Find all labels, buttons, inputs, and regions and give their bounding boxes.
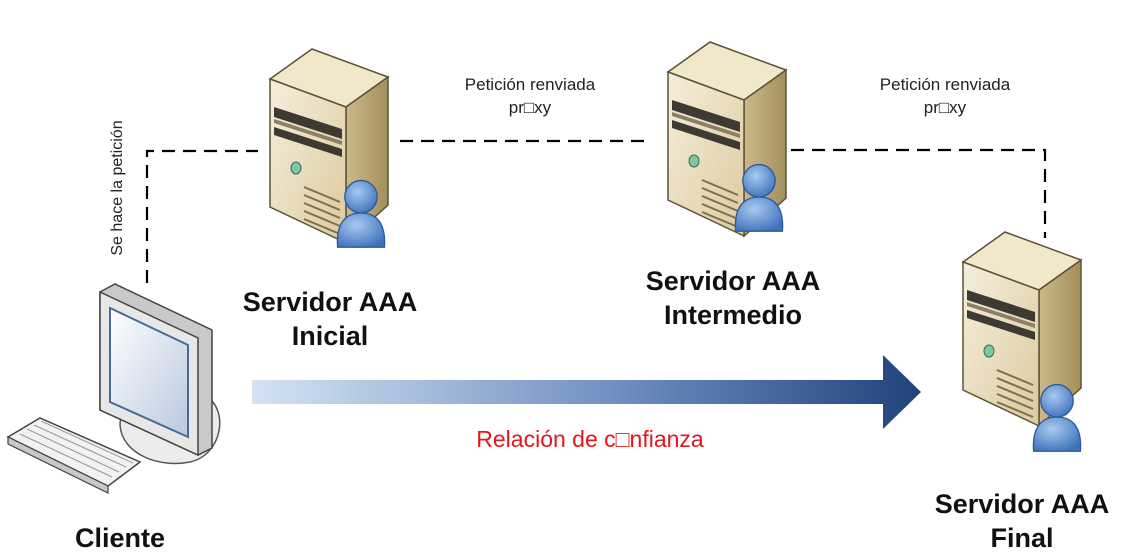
trust-relation-label: Relación de c□nfianza bbox=[476, 426, 704, 452]
initial-server-icon bbox=[268, 47, 390, 248]
connector-client-to-initial bbox=[145, 149, 258, 283]
initial-server-label: Servidor AAA Inicial bbox=[242, 287, 418, 351]
final-server-icon bbox=[961, 230, 1083, 452]
proxy-forward-label-1: Petición renviada pr□xy bbox=[464, 75, 596, 117]
intermediate-server-label: Servidor AAA Intermedio bbox=[645, 266, 821, 330]
final-server-label: Servidor AAA Final bbox=[934, 489, 1110, 553]
connector-intermediate-to-final bbox=[770, 148, 1047, 238]
trust-arrow bbox=[252, 355, 921, 429]
desktop-computer-icon bbox=[6, 283, 221, 494]
client-label: Cliente bbox=[74, 523, 166, 553]
client-request-label: Se hace la petición bbox=[109, 120, 126, 256]
intermediate-server-icon bbox=[666, 40, 788, 238]
dashed-connectors bbox=[145, 139, 1047, 283]
proxy-forward-label-2: Petición renviada pr□xy bbox=[879, 75, 1011, 117]
